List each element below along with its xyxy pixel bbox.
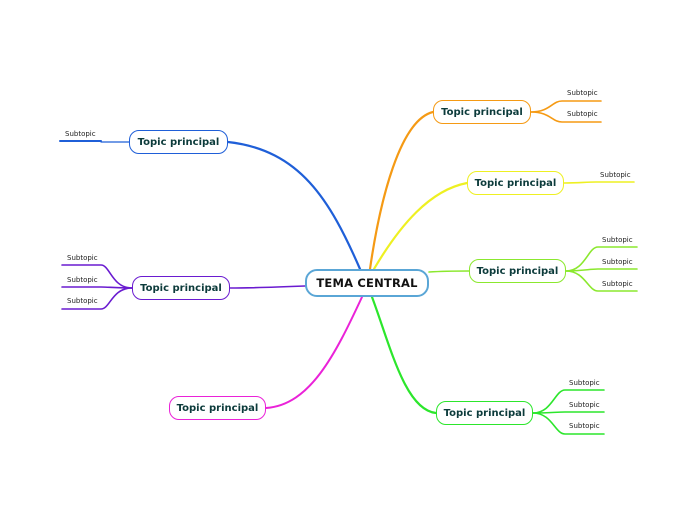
subtopic-label[interactable]: Subtopic bbox=[569, 379, 600, 387]
subtopic-label[interactable]: Subtopic bbox=[67, 276, 98, 284]
branch-line bbox=[370, 295, 438, 415]
branch-line bbox=[229, 285, 306, 289]
subtopic-label[interactable]: Subtopic bbox=[567, 89, 598, 97]
subtopic-connector bbox=[530, 111, 602, 123]
subtopic-label[interactable]: Subtopic bbox=[600, 171, 631, 179]
subtopic-label[interactable]: Subtopic bbox=[569, 401, 600, 409]
subtopic-label[interactable]: Subtopic bbox=[569, 422, 600, 430]
subtopic-label[interactable]: Subtopic bbox=[567, 110, 598, 118]
subtopic-connector bbox=[61, 286, 133, 289]
subtopic-connector bbox=[565, 270, 638, 292]
subtopic-label[interactable]: Subtopic bbox=[67, 254, 98, 262]
subtopic-label[interactable]: Subtopic bbox=[602, 280, 633, 288]
branch-line bbox=[265, 296, 363, 409]
subtopic-connector bbox=[563, 181, 635, 184]
subtopic-connector bbox=[532, 412, 605, 435]
topic-principal-3[interactable]: Topic principal bbox=[469, 259, 566, 283]
subtopic-label[interactable]: Subtopic bbox=[67, 297, 98, 305]
branch-line bbox=[226, 140, 362, 271]
subtopic-label[interactable]: Subtopic bbox=[602, 236, 633, 244]
branch-line bbox=[372, 181, 469, 271]
subtopic-label[interactable]: Subtopic bbox=[65, 130, 96, 138]
subtopic-label[interactable]: Subtopic bbox=[602, 258, 633, 266]
topic-principal-4[interactable]: Topic principal bbox=[436, 401, 533, 425]
branch-line bbox=[368, 110, 435, 271]
subtopic-connector bbox=[565, 268, 638, 272]
topic-principal-6[interactable]: Topic principal bbox=[132, 276, 230, 300]
subtopic-connector bbox=[532, 411, 605, 414]
subtopic-connector bbox=[61, 287, 133, 310]
topic-principal-1[interactable]: Topic principal bbox=[433, 100, 531, 124]
branch-line bbox=[428, 270, 470, 273]
topic-principal-5[interactable]: Topic principal bbox=[169, 396, 266, 420]
topic-principal-2[interactable]: Topic principal bbox=[467, 171, 564, 195]
central-topic[interactable]: TEMA CENTRAL bbox=[305, 269, 429, 297]
topic-principal-7[interactable]: Topic principal bbox=[129, 130, 228, 154]
